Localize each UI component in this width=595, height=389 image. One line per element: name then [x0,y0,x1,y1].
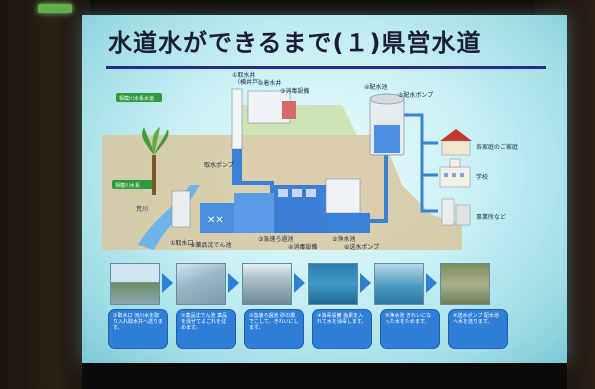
river-tag [112,180,156,189]
label-distribution-pump: ⑤配水ポンプ [398,91,433,99]
arrow-right-icon [162,273,173,293]
label-intake-well: ①取水井 [232,71,255,79]
sedimentation-basin [234,193,274,233]
distribution-reservoir [369,93,405,156]
label-water-tank: ②着水井 [258,79,281,87]
photo-chlorine [308,263,358,305]
caption-chlorine: ④消毒設備 塩素を入れて水を消毒します。 [312,309,372,349]
water-process-diagram: 相模川水系水道 相模川水系 荒川 ①取水口 ①取水井 （横井戸） 取水ポンプ ②… [102,71,518,251]
projection-screen: 水道水ができるまで(１)県営水道 相模川水系水道 相模川水系 荒川 ①取水口 ①… [82,15,567,363]
arrow-right-icon [426,273,437,293]
process-photo-row [110,263,510,307]
arrow-right-icon [294,273,305,293]
clear-water-basin [326,213,370,233]
caption-sedimentation: ②薬品沈でん池 薬品を混ぜてよごれを沈めます。 [176,309,236,349]
intake-well [231,88,243,150]
pipe-to-homes [404,113,438,145]
caption-intake: ①取水口 河川水を取り入れ取水井へ送ります。 [108,309,168,349]
title-underline [106,66,546,69]
ceiling-light [38,4,72,13]
arrow-right-icon [228,273,239,293]
chlorine-roof [282,101,296,119]
photo-clear-water [374,263,424,305]
label-homes: 各家庭のご家庭 [476,143,518,151]
label-intake-pump: 取水ポンプ [204,161,234,169]
reservoir-tag-text: 相模川水系水道 [119,95,154,102]
intake-well-water [232,149,242,185]
river-name: 荒川 [136,205,148,213]
pipe-to-school [420,143,438,177]
caption-filtration: ③急速ろ過池 砂の層でこして、きれいにします。 [244,309,304,349]
label-chlorine: ④消毒設備 [288,243,317,251]
photo-sedimentation [176,263,226,305]
label-distribution-reservoir: ④配水池 [364,83,387,91]
intake-gate-building [171,190,191,228]
river-tag-text: 相模川水系 [115,182,140,189]
treatment-plant: ✕✕ [200,178,370,233]
label-school: 学校 [476,173,488,181]
label-offices: 事業所など [476,213,506,221]
slide-title: 水道水ができるまで(１)県営水道 [108,29,482,57]
label-filtration: ③急速ろ過池 [258,235,293,243]
photo-intake [110,263,160,305]
label-chlorine-top: ③消毒設備 [280,87,309,95]
caption-clear-water: ⑤浄水池 きれいになった水をためます。 [380,309,440,349]
mixer-symbol: ✕✕ [207,215,224,226]
mixing-basin [200,203,234,233]
arrow-right-icon [360,273,371,293]
school-icon [439,158,471,188]
palm-tree-icon [142,127,169,195]
label-intake-well-sub: （横井戸） [234,78,264,86]
screen-bottom-shadow [82,363,567,389]
photo-filtration [242,263,292,305]
caption-pump: ⑥送水ポンプ 配水池へ水を送ります。 [448,309,508,349]
reservoir-tag [116,93,162,102]
house-icon [440,129,472,156]
room-wall-left [0,0,90,389]
label-chemical-mixing: ②薬品沈でん池 [190,241,231,249]
label-transmission-pump: ⑥送水ポンプ [344,243,379,251]
process-caption-row: ①取水口 河川水を取り入れ取水井へ送ります。 ②薬品沈でん池 薬品を混ぜてよごれ… [108,309,528,353]
chlorine-building [325,178,361,214]
label-intake-gate: ①取水口 [170,239,193,247]
office-building-icon [441,198,471,226]
photo-pump [440,263,490,305]
pipe-to-offices [420,175,438,213]
label-clear-water: ⑤浄水池 [332,235,355,243]
